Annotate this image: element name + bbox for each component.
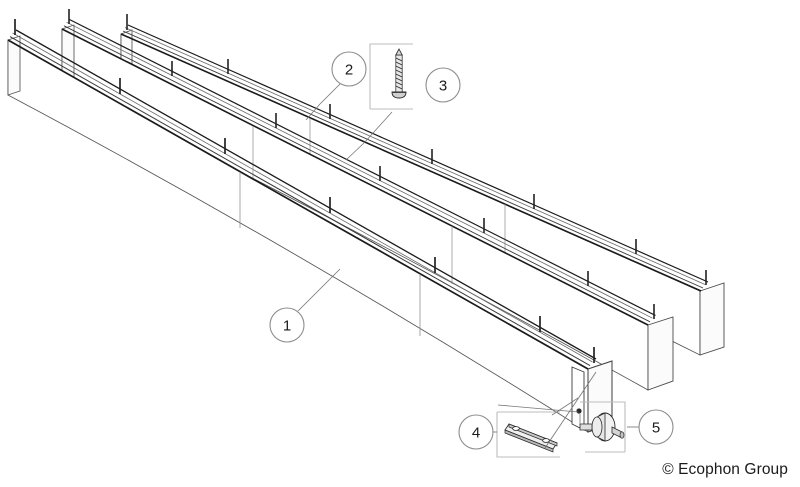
callout-label-4: 4 [472,425,480,442]
callout-label-2: 2 [345,62,353,79]
baffle-panel-middle [61,9,674,391]
baffle-panel-front [7,19,613,433]
callout-label-1: 1 [283,318,291,335]
callout-marker-5[interactable]: 5 [638,409,674,445]
callout-marker-2[interactable]: 2 [331,51,367,87]
callout-label-5: 5 [652,420,660,437]
callout-marker-4[interactable]: 4 [458,414,494,450]
connector-plate-detail [496,397,579,458]
callout-label-3: 3 [439,78,447,95]
mushroom-fastener-detail [579,401,626,453]
baffle-panel-back [120,14,725,356]
callout-markers: 1 2 3 4 5 [269,51,674,450]
copyright-notice: © Ecophon Group [662,461,788,478]
leader-lines [297,83,639,449]
callout-marker-1[interactable]: 1 [269,307,305,343]
screw-detail [345,43,413,161]
callout-marker-3[interactable]: 3 [425,67,461,103]
